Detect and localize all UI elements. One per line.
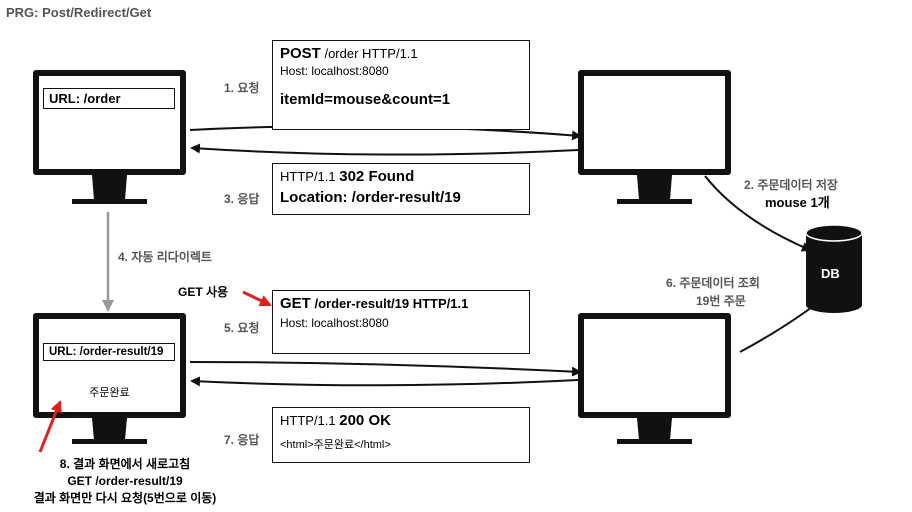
get-host: Host: localhost:8080 (280, 315, 389, 330)
arrow-response-3 (190, 143, 579, 156)
step-1-label: 1. 요청 (224, 81, 260, 95)
get-path: /order-result/19 HTTP/1.1 (310, 296, 469, 311)
db-label: DB (821, 266, 840, 281)
db-cylinder (805, 224, 863, 313)
refresh-note-line3: 결과 화면만 다시 요청(5번으로 이동) (33, 491, 217, 505)
ok-response-box: HTTP/1.1 200 OK <html>주문완료</html> (272, 407, 530, 463)
get-usage-label: GET 사용 (178, 285, 229, 299)
step-2-label: 2. 주문데이터 저장 (744, 178, 838, 192)
arrow-request-5 (189, 361, 582, 377)
step-3-label: 3. 응답 (224, 192, 260, 206)
get-method: GET (280, 295, 311, 312)
client2-content: 주문완료 (89, 387, 130, 399)
post-path: /order HTTP/1.1 (320, 46, 418, 61)
arrow-refresh (38, 400, 62, 453)
server-monitor-2 (578, 313, 731, 444)
arrow-save-db (704, 175, 812, 252)
client-monitor-2 (33, 313, 186, 444)
post-method: POST (280, 45, 321, 62)
step-6-label: 6. 주문데이터 조회 (666, 276, 760, 290)
arrow-response-7 (190, 376, 579, 387)
refresh-note-line1: 8. 결과 화면에서 새로고침 (59, 457, 191, 471)
step-6-detail: 19번 주문 (696, 294, 746, 308)
post-body: itemId=mouse&count=1 (280, 90, 451, 108)
client1-url-bar: URL: /order (43, 88, 175, 109)
resp302-version: HTTP/1.1 (280, 169, 340, 184)
refresh-note-line2: GET /order-result/19 (67, 474, 183, 488)
resp200-version: HTTP/1.1 (280, 413, 340, 428)
redirect-response-box: HTTP/1.1 302 Found Location: /order-resu… (272, 163, 530, 215)
resp200-status: 200 OK (339, 412, 391, 429)
diagram-title: PRG: Post/Redirect/Get (6, 5, 152, 20)
server-monitor-1 (578, 70, 731, 204)
step-2-detail: mouse 1개 (765, 195, 830, 210)
step-4-label: 4. 자동 리다이렉트 (118, 250, 212, 264)
resp200-body: <html>주문완료</html> (280, 438, 391, 451)
step-5-label: 5. 요청 (224, 321, 260, 335)
post-request-box: POST /order HTTP/1.1 Host: localhost:808… (272, 40, 530, 130)
resp302-location: Location: /order-result/19 (280, 188, 461, 206)
refresh-note: 8. 결과 화면에서 새로고침 GET /order-result/19 결과 … (0, 456, 250, 507)
post-host: Host: localhost:8080 (280, 63, 389, 78)
arrow-get-highlight (242, 290, 272, 307)
client2-url-bar: URL: /order-result/19 (43, 343, 175, 361)
get-request-box: GET /order-result/19 HTTP/1.1 Host: loca… (272, 290, 530, 354)
step-7-label: 7. 응답 (224, 433, 260, 447)
resp302-status: 302 Found (339, 168, 415, 185)
